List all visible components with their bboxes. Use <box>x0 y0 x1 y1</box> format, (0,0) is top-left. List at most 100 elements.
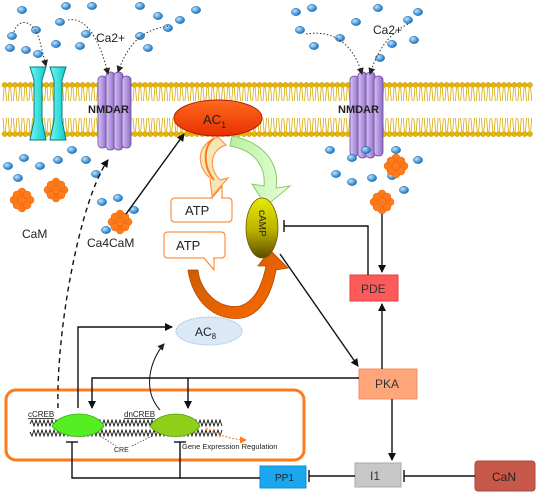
calcium-ion <box>87 2 97 10</box>
lipid-tail <box>23 117 26 132</box>
lipid-tail <box>148 87 150 102</box>
lipid-tail <box>309 87 312 102</box>
lipid-tail <box>384 117 387 132</box>
lipid-head <box>516 82 523 88</box>
lipid-tail <box>135 87 137 102</box>
calcium-ion <box>361 146 371 154</box>
lipid-tail <box>311 87 314 102</box>
lipid-tail <box>345 117 348 132</box>
lipid-head <box>459 131 466 137</box>
lipid-head <box>152 82 159 88</box>
lipid-tail <box>410 117 413 132</box>
lipid-tail <box>423 87 426 102</box>
lipid-tail <box>10 87 13 102</box>
lipid-tail <box>23 87 26 102</box>
lipid-head <box>480 131 486 137</box>
lipid-tail <box>462 117 465 132</box>
lipid-tail <box>18 87 20 102</box>
lipid-tail <box>387 87 390 102</box>
lipid-tail <box>384 87 387 102</box>
lipid-tail <box>465 117 468 132</box>
calcium-ion <box>367 174 377 182</box>
lipid-tail <box>415 117 418 132</box>
lipid-head <box>454 82 460 88</box>
lipid-tail <box>415 87 418 102</box>
cam-lobe <box>12 200 22 210</box>
lipid-tail <box>187 87 189 102</box>
lipid-tail <box>80 87 83 102</box>
lipid-tail <box>51 87 54 102</box>
lipid-tail <box>486 87 488 102</box>
lipid-head <box>79 131 86 137</box>
lipid-tail <box>493 117 496 132</box>
lipid-head <box>79 82 86 88</box>
calcium-ion <box>7 32 17 40</box>
lipid-tail <box>319 117 322 132</box>
calcium-ion <box>19 154 29 162</box>
lipid-tail <box>522 87 525 102</box>
lipid-head <box>137 82 143 88</box>
lipid-tail <box>75 117 78 132</box>
lipid-tail <box>387 117 390 132</box>
lipid-head <box>334 131 341 137</box>
cam-lobe <box>382 202 392 212</box>
lipid-tail <box>525 117 527 132</box>
lipid-tail <box>478 87 481 102</box>
lipid-tail <box>410 87 413 102</box>
lipid-tail <box>530 87 533 102</box>
lipid-tail <box>49 87 52 102</box>
lipid-tail <box>174 87 176 102</box>
calcium-ion <box>409 36 419 44</box>
lipid-head <box>168 82 174 88</box>
lipid-tail <box>236 87 239 102</box>
lipid-head <box>69 82 76 88</box>
cam-lobe <box>391 161 401 171</box>
lipid-tail <box>93 117 96 132</box>
lipid-tail <box>348 117 351 132</box>
lipid-head <box>475 131 481 137</box>
ca4cam-label: Ca4CaM <box>87 236 134 250</box>
lipid-tail <box>265 117 267 132</box>
ac1-enzyme <box>173 99 263 137</box>
cam-lobe <box>396 166 406 176</box>
lipid-tail <box>13 117 15 132</box>
lipid-head <box>438 82 445 88</box>
lipid-tail <box>343 117 345 132</box>
lipid-tail <box>309 117 312 132</box>
lipid-head <box>443 82 450 88</box>
lipid-head <box>475 82 481 88</box>
lipid-tail <box>340 87 343 102</box>
cre-label: CRE <box>114 447 129 454</box>
cam-molecule <box>107 209 133 235</box>
lipid-tail <box>163 87 166 102</box>
lipid-tail <box>241 87 244 102</box>
lipid-tail <box>46 117 49 132</box>
cam-lobe <box>386 156 396 166</box>
lipid-head <box>313 82 320 88</box>
calcium-influx-paths <box>13 19 409 75</box>
nmdar-right-label: NMDAR <box>338 104 379 116</box>
lipid-head <box>469 131 476 137</box>
lipid-head <box>225 82 232 88</box>
camp-molecule <box>245 197 279 259</box>
lipid-tail <box>7 87 10 102</box>
lipid-tail <box>85 117 88 132</box>
lipid-head <box>131 82 138 88</box>
cam-lobe <box>382 192 392 202</box>
nucleus-box <box>4 388 306 462</box>
lipid-tail <box>15 87 18 102</box>
lipid-tail <box>155 117 158 132</box>
lipid-tail <box>332 87 335 102</box>
lipid-tail <box>291 87 293 102</box>
lipid-tail <box>163 117 166 132</box>
lipid-head <box>261 82 268 88</box>
cam-molecule <box>43 177 69 203</box>
lipid-tail <box>322 87 325 102</box>
lipid-tail <box>291 117 293 132</box>
calcium-ion <box>331 170 341 178</box>
lipid-tail <box>504 117 507 132</box>
lipid-tail <box>215 87 218 102</box>
cam-molecule <box>369 189 395 215</box>
calcium-ion <box>335 34 345 42</box>
lipid-tail <box>283 87 286 102</box>
